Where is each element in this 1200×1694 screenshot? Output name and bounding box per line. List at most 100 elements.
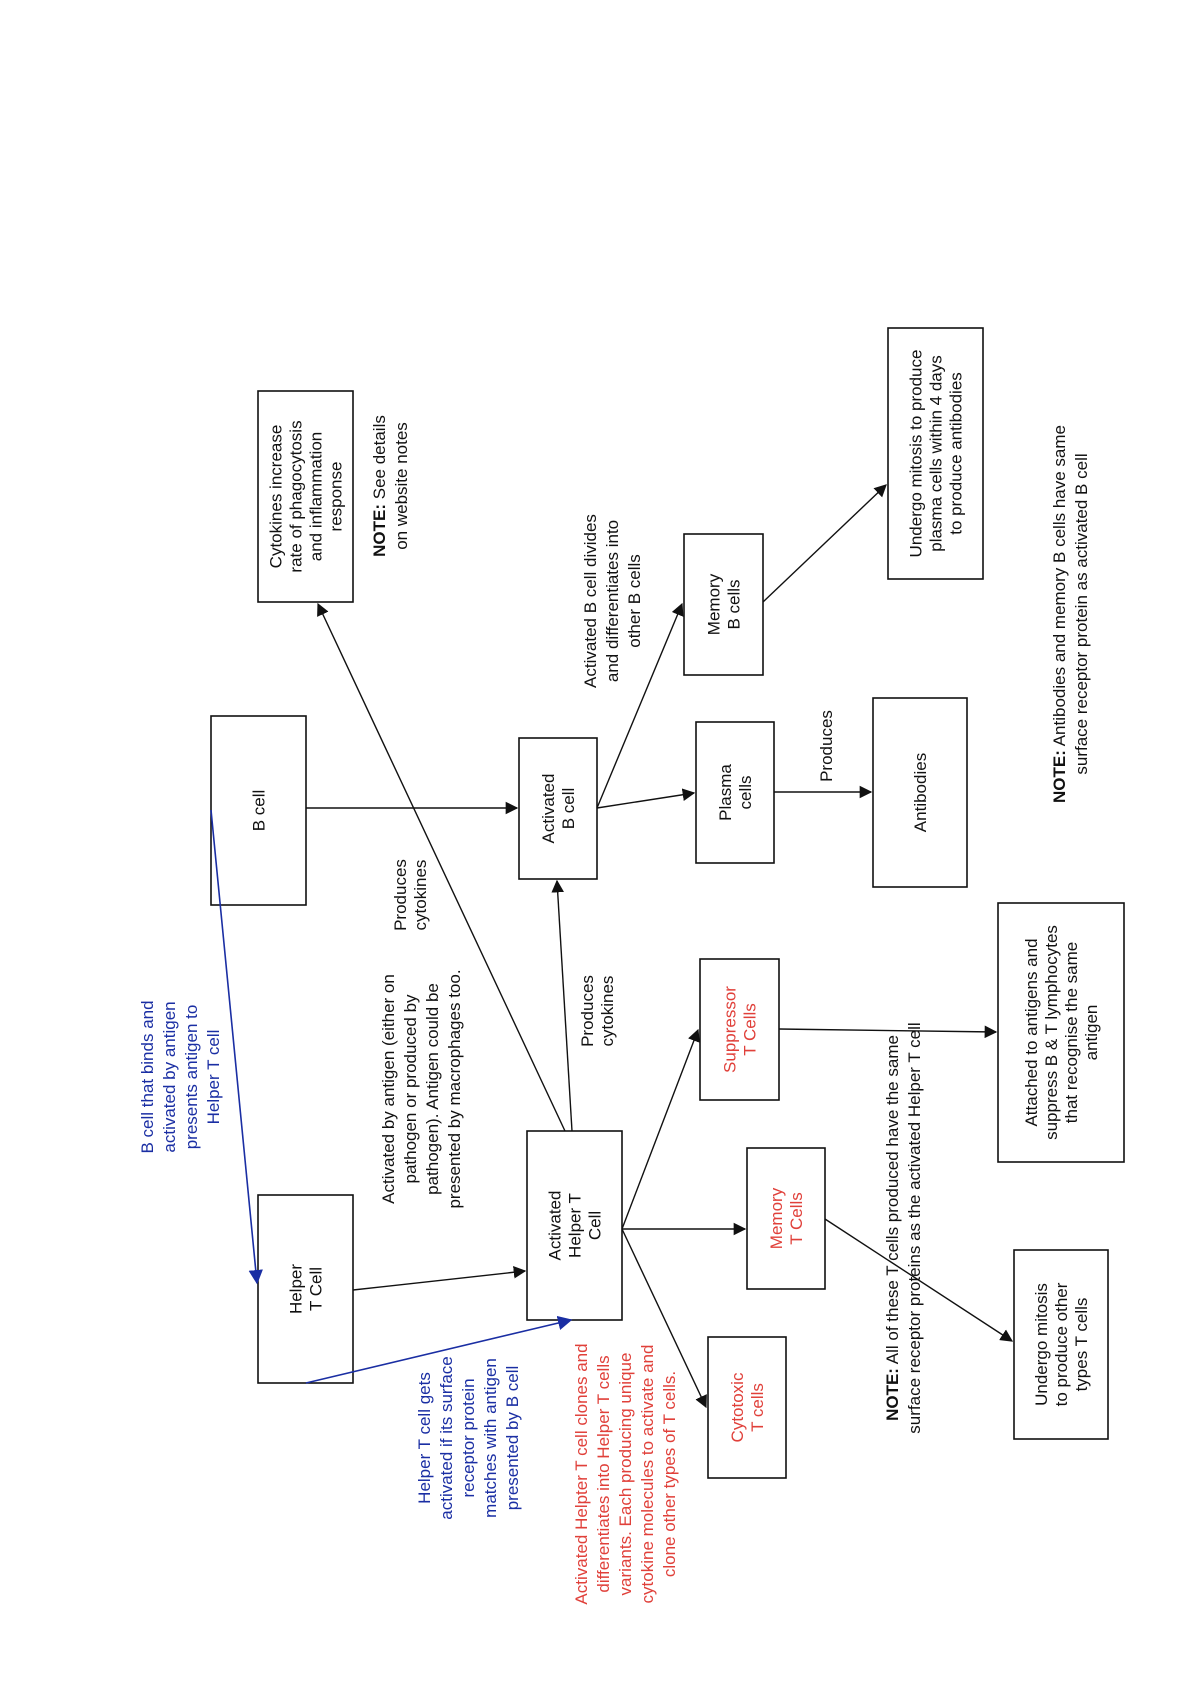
arrow-activated-b-to-memory-b [596, 602, 684, 809]
arrow-b-cell-to-helper-t [210, 809, 263, 1285]
produces-label: Produces [817, 710, 836, 782]
note-prefix: NOTE: [883, 1368, 902, 1421]
text-line: and differentiates into [603, 520, 622, 682]
antibodies-text: Antibodies [911, 753, 930, 832]
text-line: cytokine molecules to activate and [638, 1345, 657, 1604]
arrow-activated-helper-to-activated-b [551, 879, 573, 1132]
text-line: surface receptor protein as activated B … [1072, 453, 1091, 774]
text-line: T Cell [307, 1267, 326, 1311]
cytotoxic-t-cells-text: CytotoxicT cells [728, 1372, 767, 1442]
text-line: Undergo mitosis [1032, 1283, 1051, 1406]
text-line: rate of phagocytosis [287, 420, 306, 572]
text-line: B cells [725, 579, 744, 629]
arrow-helper-t-to-activated-helper-t [305, 1315, 573, 1384]
memory-t-cells-box [746, 1147, 826, 1290]
text-line: B cell that binds and [138, 1000, 157, 1153]
attached-antigens-box [997, 902, 1125, 1163]
plasma-cells-box [695, 721, 775, 864]
text-line: Produces [817, 710, 836, 782]
undergo-mitosis-plasma-text: Undergo mitosis to produceplasma cells w… [907, 350, 966, 558]
text-line: Activated [539, 774, 558, 844]
text-line: Produces [391, 859, 410, 931]
text-line: other B cells [625, 554, 644, 648]
text-line: Undergo mitosis to produce [907, 350, 926, 558]
text-line: B cell [559, 788, 578, 830]
cytokines-box-text: Cytokines increaserate of phagocytosisan… [267, 420, 346, 572]
text-line: to produce antibodies [947, 372, 966, 535]
text-line: presents antigen to [182, 1005, 201, 1150]
undergo-mitosis-t-text: Undergo mitosisto produce othertypes T c… [1032, 1282, 1091, 1406]
text-line: presented by B cell [503, 1366, 522, 1511]
text-line: NOTE: All of these T cells produced have… [883, 1035, 902, 1421]
text-line: plasma cells within 4 days [927, 355, 946, 552]
text-line: Memory [705, 573, 724, 635]
cytotoxic-t-cells-box [707, 1336, 787, 1479]
text-line: T Cells [787, 1192, 806, 1245]
text-line: pathogen or produced by [401, 994, 420, 1184]
text-line: variants. Each producing unique [616, 1353, 635, 1596]
arrow-helper-t-to-activated-helper-t [352, 1265, 527, 1291]
arrow-activated-helper-to-suppressor [621, 1028, 700, 1230]
attached-antigens-text: Attached to antigens andsuppress B & T l… [1022, 925, 1101, 1140]
arrow-activated-b-to-plasma [596, 788, 696, 809]
text-line: receptor protein [459, 1378, 478, 1497]
arrow-activated-helper-to-cytokines [317, 602, 566, 1132]
arrow-memory-t-to-undergo-mitosis [824, 1218, 1014, 1342]
text-line: Cell [586, 1211, 605, 1240]
text-line: NOTE: See details [370, 415, 389, 557]
note-prefix: NOTE: [1050, 750, 1069, 803]
antibodies-box [872, 697, 968, 888]
suppressor-t-cells-text: SuppressorT Cells [721, 986, 760, 1073]
text-line: Plasma [716, 764, 735, 821]
activated-helper-t-cell-box [526, 1130, 623, 1321]
text-line: on website notes [392, 422, 411, 550]
b-cell-text: B cell [250, 790, 269, 832]
text-line: Activated by antigen (either on [379, 974, 398, 1204]
text-line: Helper T [566, 1193, 585, 1258]
suppressor-t-cells-box [699, 958, 780, 1101]
text-line: T cells [748, 1383, 767, 1432]
text-line: that recognise the same [1062, 942, 1081, 1123]
text-line: Helper T cell gets [415, 1372, 434, 1504]
text-line: matches with antigen [481, 1358, 500, 1518]
b-cell-box [210, 715, 307, 906]
memory-t-cells-text: MemoryT Cells [767, 1187, 806, 1249]
text-line: cells [736, 775, 755, 809]
note-t-cells-label: NOTE: All of these T cells produced have… [883, 1022, 924, 1433]
text-line: T Cells [741, 1003, 760, 1056]
activated-b-cell-text: ActivatedB cell [539, 774, 578, 844]
text-line: Cytokines increase [267, 425, 286, 569]
text-line: NOTE: Antibodies and memory B cells have… [1050, 425, 1069, 803]
text-line: clone other types of T cells. [660, 1371, 679, 1577]
arrow-suppressor-to-attached-antigens [778, 1025, 998, 1039]
activated-helper-t-cell-text: ActivatedHelper TCell [546, 1191, 605, 1261]
undergo-mitosis-plasma-box [887, 327, 984, 580]
memory-b-cells-text: MemoryB cells [705, 573, 744, 635]
text-line: Activated Helpter T cell clones and [572, 1343, 591, 1604]
undergo-mitosis-t-box [1013, 1249, 1109, 1440]
text-line: presented by macrophages too. [445, 969, 464, 1208]
text-line: activated if its surface [437, 1356, 456, 1519]
text-line: pathogen). Antigen could be [423, 983, 442, 1195]
text-line: antigen [1082, 1005, 1101, 1061]
text-line: Produces [578, 975, 597, 1047]
text-line: Helper T cell [204, 1030, 223, 1125]
text-line: Memory [767, 1187, 786, 1249]
cytokines-box [257, 390, 354, 603]
text-line: Activated B cell divides [581, 514, 600, 688]
text-line: to produce other [1052, 1282, 1071, 1406]
text-line: B cell [250, 790, 269, 832]
text-line: Activated [546, 1191, 565, 1261]
text-line: cytokines [598, 976, 617, 1047]
text-line: Helper [287, 1264, 306, 1314]
text-line: Attached to antigens and [1022, 938, 1041, 1126]
text-line: Cytotoxic [728, 1372, 747, 1442]
arrow-memory-b-to-undergo-mitosis [762, 484, 887, 603]
